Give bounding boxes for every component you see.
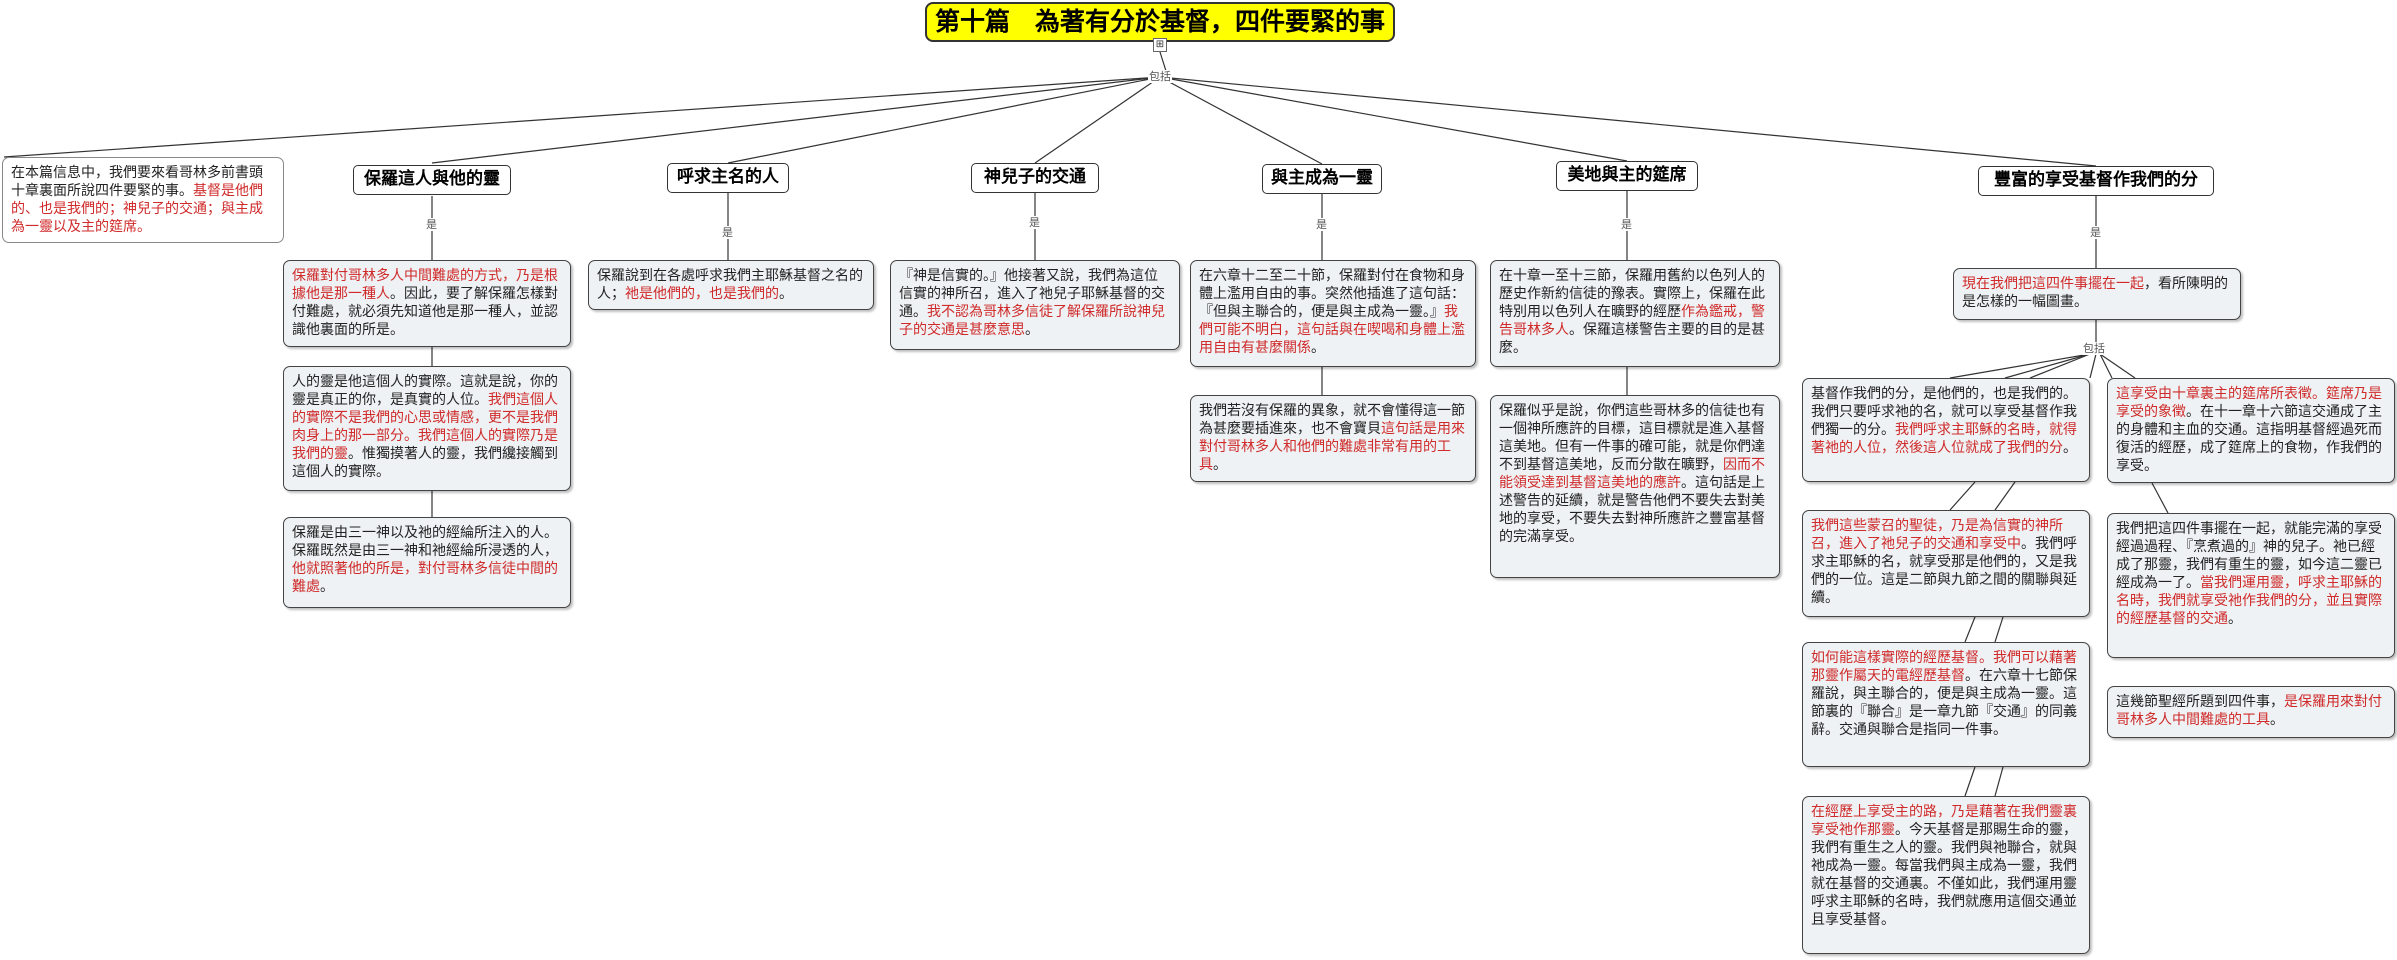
note-text: 。 <box>1213 457 1227 473</box>
note-text: 如何能這樣實際的經歷基督。我們可以藉著那靈作屬天的電經歷基督 <box>1811 650 2077 684</box>
edge-label-contains: 包括 <box>2082 342 2106 355</box>
note-text: 。在六章十七節保羅說，與主聯合的，便是與主成為一靈。這節裏的『聯合』是一章九節『… <box>1811 668 2077 738</box>
note-text: 。在十一章十六節這交通成了主的身體和主血的交通。這指明基督經過死而復活的經歷，成… <box>2116 404 2382 474</box>
edge-label-is: 是 <box>1315 218 1328 231</box>
note-four-things: 現在我們把這四件事擺在一起，看所陳明的是怎樣的一幅圖畫。 <box>1953 268 2241 320</box>
note-text: 。 <box>1025 322 1039 338</box>
note-text: 保羅對付哥林多人中間難處的方式，乃是根據他是那一種人 <box>292 268 558 302</box>
edge-label-is: 是 <box>425 218 438 231</box>
edge-label-is: 是 <box>2089 226 2102 239</box>
note-text: 當我們運用靈，呼求主耶穌的名時，我們就享受祂作我們的分，並且實際的經歷基督的交通 <box>2116 575 2382 627</box>
branch-paul-and-spirit[interactable]: 保羅這人與他的靈 <box>353 165 511 195</box>
note-warning: 保羅似乎是說，你們這些哥林多的信徒也有一個神所應許的目標，這目標就是進入基督這美… <box>1490 395 1780 578</box>
note-text: 因而不能領受達到基督這美地的應許 <box>1499 457 1765 491</box>
note-text: 祂是他們的，也是我們的 <box>625 286 779 302</box>
note-text: ，看所陳明的是怎樣的一幅圖畫。 <box>1962 276 2228 310</box>
note-calling-name: 保羅說到在各處呼求我們主耶穌基督之名的人；祂是他們的，也是我們的。 <box>588 260 874 310</box>
branch-one-spirit[interactable]: 與主成為一靈 <box>1262 164 1382 194</box>
note-text: 現在我們把這四件事擺在一起 <box>1962 276 2144 292</box>
note-text: 這句話是用來對付哥林多人和他們的難處非常有用的工具 <box>1199 421 1465 473</box>
note-text: 我們可能不明白，這句話與在喫喝和身體上濫用自由有甚麼關係 <box>1199 304 1465 356</box>
note-text: 。 <box>2270 712 2284 728</box>
note-text: 我們把這四件事擺在一起，就能完滿的享受經過過程、『烹煮過的』神的兒子。祂已經成了… <box>2116 521 2382 591</box>
note-text: 在六章十二至二十節，保羅對付在食物和身體上濫用自由的事。突然他插進了這句話：『但… <box>1199 268 1465 320</box>
note-text: 。 <box>1311 340 1325 356</box>
intro-note: 在本篇信息中，我們要來看哥林多前書頭十章裏面所說四件要緊的事。基督是他們的、也是… <box>2 157 284 243</box>
note-christ-our-portion: 基督作我們的分，是他們的，也是我們的。我們只要呼求祂的名，就可以享受基督作我們獨… <box>1802 378 2090 482</box>
note-text: 保羅似乎是說，你們這些哥林多的信徒也有一個神所應許的目標，這目標就是進入基督這美… <box>1499 403 1765 473</box>
note-full-enjoyment: 我們把這四件事擺在一起，就能完滿的享受經過過程、『烹煮過的』神的兒子。祂已經成了… <box>2107 513 2395 658</box>
map-title: 第十篇 為著有分於基督，四件要緊的事 <box>925 2 1395 42</box>
note-text: 。 <box>320 579 334 595</box>
note-israel-type: 在十章一至十三節，保羅用舊約以色列人的歷史作新約信徒的豫表。實際上，保羅在此特別… <box>1490 260 1780 367</box>
edge-label-is: 是 <box>1620 218 1633 231</box>
note-way-to-enjoy: 在經歷上享受主的路，乃是藉著在我們靈裏享受祂作那靈。今天基督是那賜生命的靈，我們… <box>1802 796 2090 954</box>
note-paul-method: 保羅對付哥林多人中間難處的方式，乃是根據他是那一種人。因此，要了解保羅怎樣對付難… <box>283 260 571 347</box>
note-paul-vision: 我們若沒有保羅的異象，就不會懂得這一節為甚麼要插進來，也不會寶貝這句話是用來對付… <box>1190 395 1476 482</box>
note-text: 保羅說到在各處呼求我們主耶穌基督之名的人； <box>597 268 863 302</box>
note-text: 基督作我們的分，是他們的，也是我們的。我們只要呼求祂的名，就可以享受基督作我們獨… <box>1811 386 2077 438</box>
note-text: 。我們呼求主耶穌的名，就享受那是他們的，又是我們的一位。這是二節與九節之間的關聯… <box>1811 536 2077 606</box>
note-text: 。惟獨摸著人的靈，我們纔接觸到這個人的實際。 <box>292 446 558 480</box>
note-experience-christ: 如何能這樣實際的經歷基督。我們可以藉著那靈作屬天的電經歷基督。在六章十七節保羅說… <box>1802 642 2090 767</box>
note-text: 。 <box>2063 440 2077 456</box>
note-text: 保羅是由三一神以及祂的經綸所注入的人。保羅既然是由三一神和祂經綸所浸透的人， <box>292 525 558 559</box>
branch-calling-name[interactable]: 呼求主名的人 <box>667 163 789 193</box>
branch-rich-enjoyment[interactable]: 豐富的享受基督作我們的分 <box>1978 166 2214 196</box>
expand-icon[interactable]: ⊞ <box>1153 38 1167 52</box>
note-text: 『神是信實的。』他接著又說，我們為這位信實的神所召，進入了祂兒子耶穌基督的交通。 <box>899 268 1165 320</box>
note-text: 他就照著他的所是，對付哥林多信徒中間的難處 <box>292 561 558 595</box>
note-tool: 這幾節聖經所題到四件事，是保羅用來對付哥林多人中間難處的工具。 <box>2107 686 2395 738</box>
note-text: 。 <box>779 286 793 302</box>
edge-label-is: 是 <box>721 226 734 239</box>
note-text: 。今天基督是那賜生命的靈，我們有重生之人的靈。我們與祂聯合，就與祂成為一靈。每當… <box>1811 822 2077 928</box>
note-text: 我們這個人的實際不是我們的心思或情感，更不是我們肉身上的那一部分。我們這個人的實… <box>292 392 558 462</box>
note-one-spirit: 在六章十二至二十節，保羅對付在食物和身體上濫用自由的事。突然他插進了這句話：『但… <box>1190 260 1476 367</box>
note-paul-infused: 保羅是由三一神以及祂的經綸所注入的人。保羅既然是由三一神和祂經綸所浸透的人，他就… <box>283 517 571 608</box>
note-text: 。保羅這樣警告主要的目的是甚麼。 <box>1499 322 1765 356</box>
branch-fellowship[interactable]: 神兒子的交通 <box>971 163 1099 193</box>
note-lords-table: 這享受由十章裏主的筵席所表徵。筵席乃是享受的象徵。在十一章十六節這交通成了主的身… <box>2107 378 2395 483</box>
note-human-spirit: 人的靈是他這個人的實際。這就是說，你的靈是真正的你，是真實的人位。我們這個人的實… <box>283 366 571 491</box>
note-text: 我們呼求主耶穌的名時，就得著祂的人位，然後這人位就成了我們的分 <box>1811 422 2077 456</box>
note-text: 人的靈是他這個人的實際。這就是說，你的靈是真正的你，是真實的人位。 <box>292 374 558 408</box>
note-text: 我不認為哥林多信徒了解保羅所說神兒子的交通是甚麼意思 <box>899 304 1165 338</box>
note-text: 基督是他們的、也是我們的；神兒子的交通；與主成為一靈以及主的筵席。 <box>11 183 263 235</box>
note-called-saints: 我們這些蒙召的聖徒，乃是為信實的神所召，進入了祂兒子的交通和享受中。我們呼求主耶… <box>1802 510 2090 617</box>
note-god-faithful: 『神是信實的。』他接著又說，我們為這位信實的神所召，進入了祂兒子耶穌基督的交通。… <box>890 260 1180 350</box>
note-text: 在十章一至十三節，保羅用舊約以色列人的歷史作新約信徒的豫表。實際上，保羅在此特別… <box>1499 268 1765 320</box>
note-text: 作為鑑戒，警告哥林多人 <box>1499 304 1765 338</box>
note-text: 。因此，要了解保羅怎樣對付難處，就必須先知道他是那一種人，並認識他裏面的所是。 <box>292 286 558 338</box>
note-text: 在本篇信息中，我們要來看哥林多前書頭十章裏面所說四件要緊的事。 <box>11 165 263 199</box>
note-text: 。這句話是上述警告的延續，就是警告他們不要失去對美地的享受，不要失去對神所應許之… <box>1499 475 1765 545</box>
note-text: 這享受由十章裏主的筵席所表徵。筵席乃是享受的象徵 <box>2116 386 2382 420</box>
note-text: 這幾節聖經所題到四件事， <box>2116 694 2284 710</box>
note-text: 我們這些蒙召的聖徒，乃是為信實的神所召，進入了祂兒子的交通和享受中 <box>1811 518 2063 552</box>
branch-good-land[interactable]: 美地與主的筵席 <box>1556 161 1698 191</box>
edge-label-is: 是 <box>1028 216 1041 229</box>
note-text: 是保羅用來對付哥林多人中間難處的工具 <box>2116 694 2382 728</box>
note-text: 在經歷上享受主的路，乃是藉著在我們靈裏享受祂作那靈 <box>1811 804 2077 838</box>
note-text: 。 <box>2228 611 2242 627</box>
note-text: 我們若沒有保羅的異象，就不會懂得這一節為甚麼要插進來，也不會寶貝 <box>1199 403 1465 437</box>
edge-label-contains: 包括 <box>1148 70 1172 83</box>
